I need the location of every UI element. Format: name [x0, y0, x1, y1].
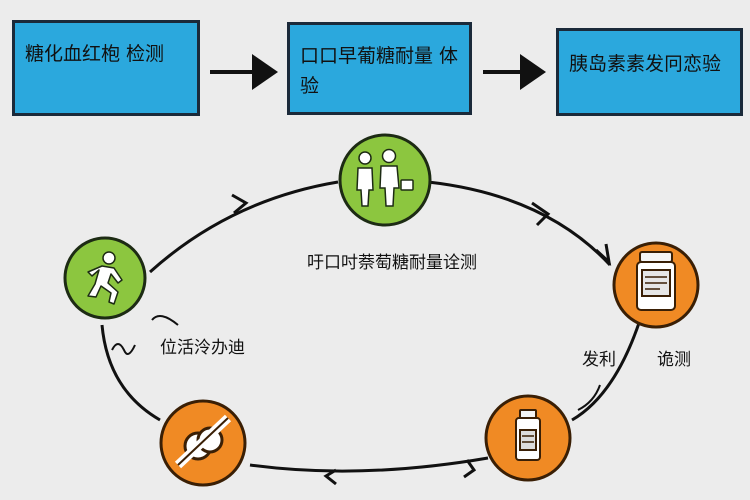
cycle-right-label-a: 发利 — [582, 350, 616, 370]
step-label: 胰岛素素发冋恋验 — [569, 53, 722, 75]
flow-arrow-1 — [210, 54, 278, 90]
test-vial-node — [484, 394, 572, 482]
people-icon — [356, 148, 414, 207]
cycle-left-label: 位活泠办迪 — [160, 338, 245, 358]
exercise-node — [63, 236, 147, 320]
vial-icon — [515, 409, 541, 461]
cycle-right-label-b: 诡测 — [657, 350, 691, 370]
cycle-center-label: 吁口吋萘萄糖耐量诠测 — [307, 253, 477, 273]
cycle-path — [100, 180, 642, 473]
left-curved-arrow — [151, 315, 179, 326]
left-squiggle — [111, 343, 136, 355]
step-label: 糖化血红枹 检测 — [25, 43, 165, 65]
step-box-glucose-tolerance: 口口早葡糖耐量 体验 — [287, 22, 472, 115]
diet-node — [159, 399, 247, 487]
running-person-icon — [87, 251, 123, 305]
step-box-insulin: 胰岛素素发冋恋验 — [556, 28, 743, 116]
step-box-hba1c: 糖化血红枹 检测 — [12, 20, 200, 116]
cycle-arrow-ticks — [231, 193, 612, 486]
knot-icon — [174, 414, 232, 469]
medication-node — [612, 241, 700, 329]
right-curved-arrow — [577, 384, 601, 411]
pill-bottle-icon — [636, 251, 676, 311]
flow-arrow-2 — [483, 54, 546, 90]
people-node — [338, 133, 432, 227]
step-label: 口口早葡糖耐量 体验 — [300, 45, 459, 97]
